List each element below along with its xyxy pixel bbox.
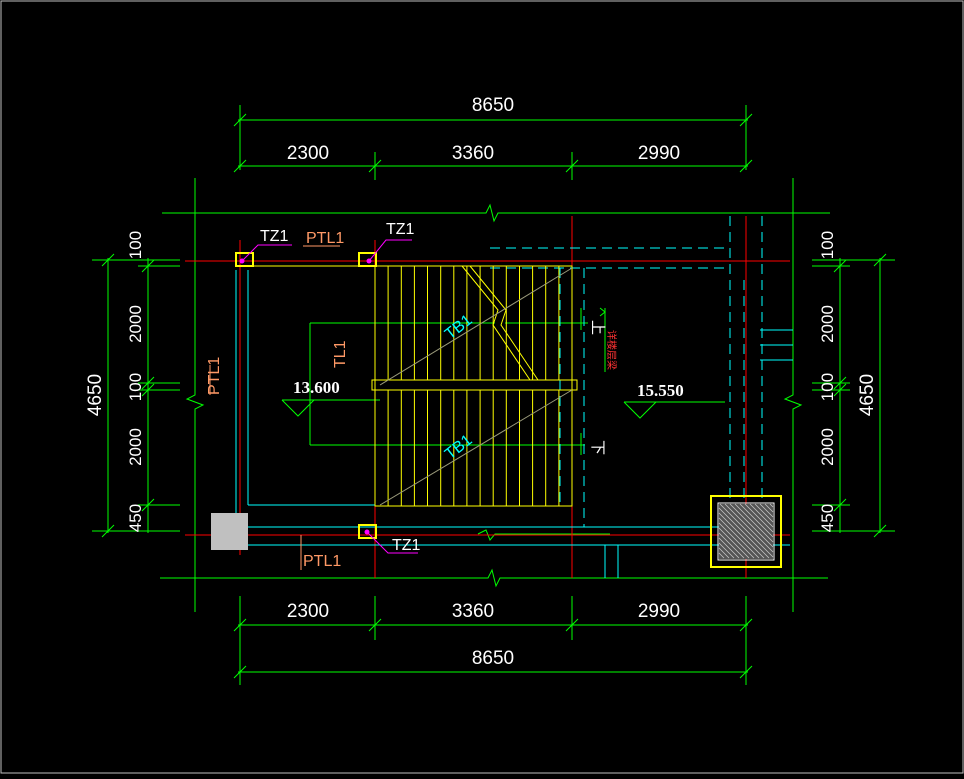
hatch-line <box>729 503 774 548</box>
dim-left-3: 100 <box>126 373 145 401</box>
label-up: 上 <box>589 320 606 335</box>
dim-bottom-1: 2300 <box>287 601 329 622</box>
dim-total-bottom: 8650 <box>472 648 514 669</box>
wall-lines <box>235 216 793 578</box>
label-tb1-upper: TB1 <box>442 312 476 344</box>
hatch-line <box>718 542 735 559</box>
hatch-line <box>764 503 774 513</box>
dim-left-total: 4650 <box>85 374 106 416</box>
label-down: 下 <box>589 440 606 455</box>
label-tz1-bottom: TZ1 <box>392 537 421 554</box>
hatch-line <box>759 503 774 518</box>
hatch-line <box>754 503 774 523</box>
hatch-line <box>718 522 755 559</box>
hatch-line <box>734 503 774 543</box>
label-tb1-lower: TB1 <box>442 432 476 464</box>
stair <box>235 252 782 568</box>
hatch-line <box>718 507 770 559</box>
label-tz1-top-mid: TZ1 <box>386 221 415 238</box>
level-left: 13.600 <box>293 378 340 397</box>
dimension-lines <box>92 105 895 685</box>
beam-leaders <box>209 245 340 570</box>
column-hatch <box>718 503 774 559</box>
label-tl1: TL1 <box>332 340 349 368</box>
stair-diagonals <box>379 267 573 506</box>
level-right: 15.550 <box>637 381 684 400</box>
dim-right-2: 2000 <box>818 305 837 343</box>
hatch-line <box>724 503 774 553</box>
hatch-line <box>719 503 774 558</box>
label-ptl1-top: PTL1 <box>306 230 344 247</box>
hatch-line <box>744 503 774 533</box>
dim-top-2: 3360 <box>452 143 494 164</box>
dim-bottom-2: 3360 <box>452 601 494 622</box>
hatch-line <box>739 503 774 538</box>
hatch-line <box>718 532 745 559</box>
dim-right-4: 2000 <box>818 428 837 466</box>
dim-bottom-3: 2990 <box>638 601 680 622</box>
dim-left-2: 2000 <box>126 305 145 343</box>
element-labels: TZ1 TZ1 TZ1 PTL1 PTL1 PTL1 TL1 TB1 TB1 上… <box>206 221 618 570</box>
label-tz1-top-left: TZ1 <box>260 228 289 245</box>
dim-right-1: 100 <box>818 231 837 259</box>
dim-right-3: 100 <box>818 373 837 401</box>
hatch-line <box>718 517 760 559</box>
dim-right-5: 450 <box>818 504 837 532</box>
dim-right-total: 4650 <box>857 374 878 416</box>
dim-left-4: 2000 <box>126 428 145 466</box>
hatch-line <box>718 537 740 559</box>
dim-left-5: 450 <box>126 504 145 532</box>
hatch-line <box>718 552 725 559</box>
opening-box <box>211 513 248 550</box>
axis-lines <box>185 216 790 578</box>
hatch-line <box>769 503 774 508</box>
dim-left-1: 100 <box>126 231 145 259</box>
label-ptl1-left: PTL1 <box>206 357 223 395</box>
hatch-line <box>718 547 730 559</box>
hatch-line <box>718 512 765 559</box>
dim-top-3: 2990 <box>638 143 680 164</box>
dimension-texts: 8650 2300 3360 2990 2300 3360 2990 8650 … <box>85 95 878 669</box>
label-note: 详楼层梁 <box>605 330 618 370</box>
hatch-line <box>718 527 750 559</box>
dim-total-top: 8650 <box>472 95 514 116</box>
label-ptl1-bottom: PTL1 <box>303 553 341 570</box>
tz-leaders <box>241 239 418 554</box>
level-marks: 13.600 15.550 <box>293 378 684 400</box>
dim-top-1: 2300 <box>287 143 329 164</box>
hatch-line <box>749 503 774 528</box>
